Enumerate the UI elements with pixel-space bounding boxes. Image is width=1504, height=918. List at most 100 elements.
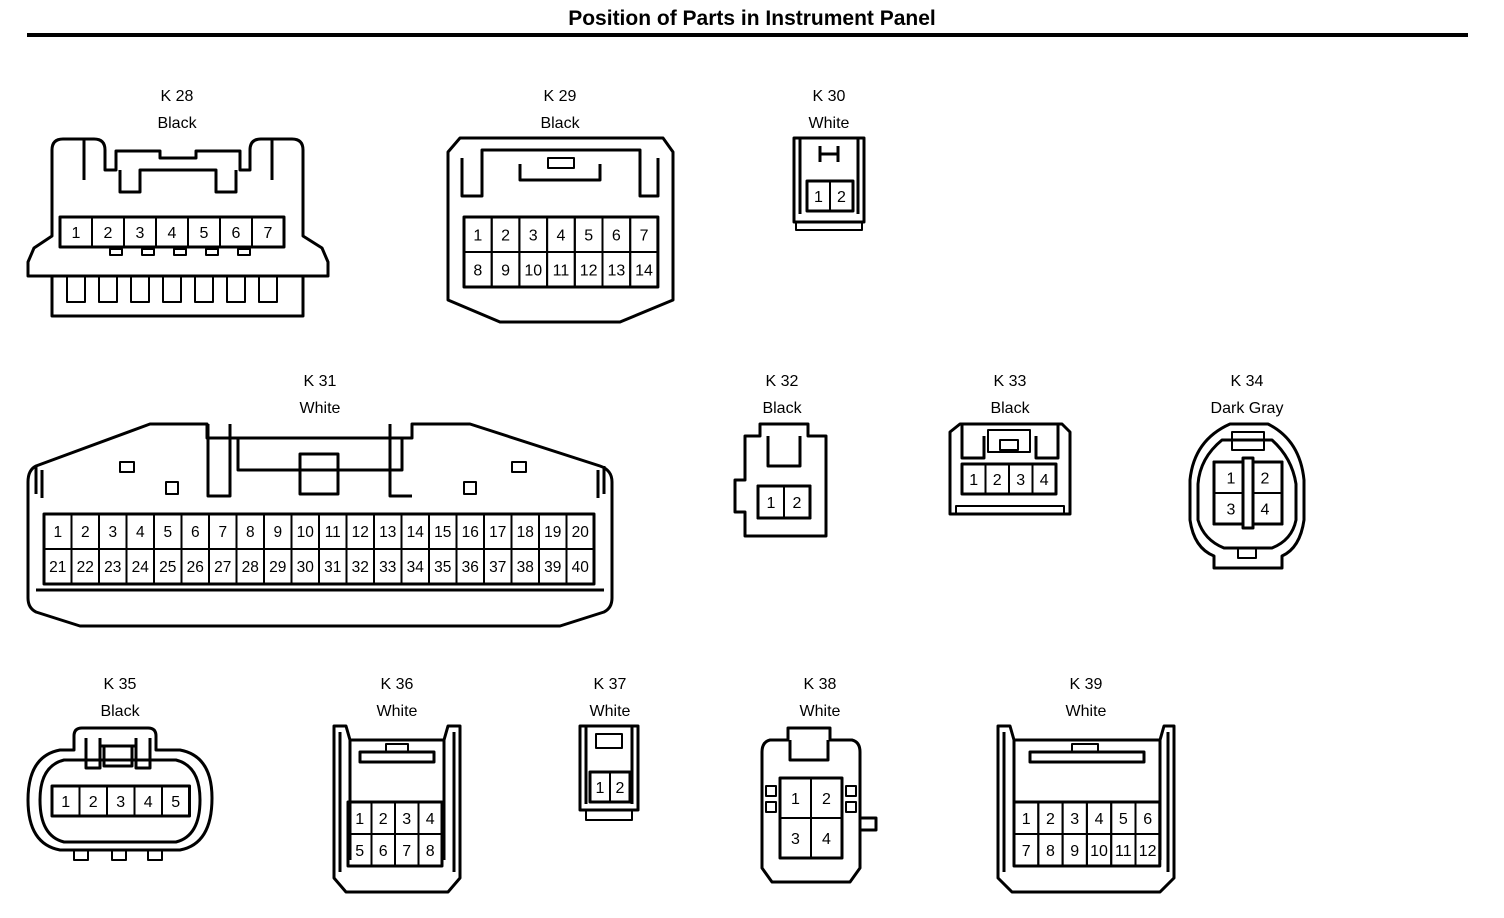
pin-number: 2 [104,225,113,242]
pin-cell [810,817,843,859]
pin-number: 19 [544,524,561,541]
pin-number: 1 [791,791,800,808]
pin-number: 7 [1022,843,1031,860]
pin-cell [251,216,285,248]
pin-number: 22 [77,559,94,576]
pin-number: 4 [426,811,435,828]
pin-number: 32 [352,559,369,576]
pin-cell [417,833,443,867]
latch-detail [385,743,409,753]
latch-detail [118,168,238,194]
connector-id: K 33 [994,373,1027,390]
pin-number: 2 [1046,811,1055,828]
terminal-slot [194,275,214,303]
pin-number: 40 [572,559,590,576]
pin-number: 13 [379,524,396,541]
pin-number: 2 [822,791,831,808]
latch-detail [34,466,606,494]
latch-detail [1071,743,1099,753]
pin-number: 3 [116,794,125,811]
pin-cell [609,771,631,803]
pin-number: 2 [89,794,98,811]
housing-outline [760,726,862,884]
pin-number: 20 [572,524,590,541]
pin-number: 30 [297,559,315,576]
latch-detail [818,146,840,162]
pin-number: 4 [136,524,145,541]
pin-number: 26 [187,559,204,576]
connector-id: K 35 [104,676,137,693]
pin-number: 8 [1046,843,1055,860]
pin-number: 3 [108,524,117,541]
pin-number: 1 [355,811,364,828]
pin-number: 9 [1070,843,1079,860]
terminal-tab [765,785,777,797]
pin-number: 29 [269,559,286,576]
pin-number: 1 [814,189,823,206]
connector-color: White [809,115,850,132]
pin-number: 5 [355,843,364,860]
pin-number: 11 [1115,843,1132,860]
pin-cell [565,548,595,585]
pin-number: 24 [132,559,150,576]
connector-id: K 36 [381,676,414,693]
title-rule [27,33,1468,37]
terminal-tab [765,801,777,813]
pin-number: 3 [529,227,538,244]
connector-id: K 38 [804,676,837,693]
pin-number: 15 [434,524,451,541]
terminal-tab [237,248,251,256]
pin-number: 2 [501,227,510,244]
pin-number: 6 [379,843,388,860]
pin-number: 9 [501,262,510,279]
latch-detail [82,139,274,180]
pin-number: 7 [640,227,649,244]
terminal-tab [109,248,123,256]
pin-number: 12 [352,524,369,541]
pin-number: 38 [517,559,534,576]
pin-number: 7 [264,225,273,242]
pin-number: 8 [246,524,255,541]
connector-id: K 31 [304,373,337,390]
pin-number: 8 [426,843,435,860]
connector-id: K 32 [766,373,799,390]
pin-number: 36 [462,559,479,576]
pin-number: 3 [1016,472,1025,489]
pin-number: 4 [1040,472,1049,489]
housing-outline [26,726,214,852]
pin-number: 1 [596,780,605,797]
terminal-slot [66,275,86,303]
terminal-tab [173,248,187,256]
pin-number: 5 [584,227,593,244]
housing-outline [948,422,1072,516]
connector-color: Dark Gray [1211,400,1284,417]
terminal-tab [585,809,633,821]
latch-detail [766,436,802,468]
pin-number: 1 [767,495,776,512]
pin-number: 6 [232,225,241,242]
pin-number: 1 [473,227,482,244]
pin-number: 2 [616,780,625,797]
pin-number: 5 [1119,811,1128,828]
connector-color: White [300,400,341,417]
pin-number: 3 [1227,501,1236,518]
terminal-tab [165,481,179,495]
pin-cell [783,485,811,519]
pin-number: 8 [473,262,482,279]
pin-number: 2 [1261,470,1270,487]
latch-detail [298,452,340,496]
pin-number: 2 [837,189,846,206]
terminal-tab [845,785,857,797]
pin-number: 6 [612,227,621,244]
pin-number: 4 [1261,501,1270,518]
pin-number: 4 [168,225,177,242]
terminal-tab [845,801,857,813]
pin-number: 39 [544,559,561,576]
terminal-tab [73,849,89,861]
